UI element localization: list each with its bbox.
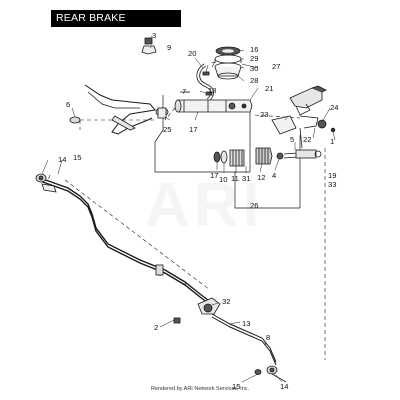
callout-25: 25 xyxy=(163,125,171,134)
reservoir-hose xyxy=(180,63,214,102)
brake-line xyxy=(39,177,277,366)
callout-17-upper: 17 xyxy=(189,125,197,134)
callout-30: 30 xyxy=(250,64,258,73)
callout-31: 31 xyxy=(242,174,250,183)
callout-27: 27 xyxy=(272,62,280,71)
callout-numbers: 3 9 20 16 29 30 27 28 7 7 18 21 6 25 17 … xyxy=(58,31,338,391)
footer-credit: Rendered by ARI Network Services, Inc. xyxy=(150,386,250,392)
callout-33: 33 xyxy=(328,180,336,189)
callout-7-upper: 7 xyxy=(211,60,215,69)
callout-20: 20 xyxy=(188,49,196,58)
diagram-title: REAR BRAKE CONTROL xyxy=(51,10,181,41)
lower-banjo-hardware xyxy=(254,365,287,383)
callout-6: 6 xyxy=(66,100,70,109)
rear-banjo-fitting xyxy=(173,297,221,324)
callout-10: 10 xyxy=(219,175,227,184)
callout-23: 23 xyxy=(260,110,268,119)
callout-15-upper: 15 xyxy=(73,153,81,162)
callout-3: 3 xyxy=(152,31,156,40)
upper-banjo-hardware xyxy=(35,173,57,193)
callout-1: 1 xyxy=(330,137,334,146)
callout-14-lower: 14 xyxy=(280,382,288,391)
callout-15-lower: 15 xyxy=(232,382,240,391)
callout-5: 5 xyxy=(290,135,294,144)
callout-26: 26 xyxy=(250,201,258,210)
pivot-bracket xyxy=(69,84,156,135)
callout-9: 9 xyxy=(167,43,171,52)
master-cylinder-group-box xyxy=(154,95,301,209)
brake-pedal xyxy=(271,85,336,149)
callout-22: 22 xyxy=(303,135,311,144)
piston-spring-stack xyxy=(213,147,322,167)
callout-14-upper: 14 xyxy=(58,155,66,164)
callout-4: 4 xyxy=(272,171,276,180)
callout-18: 18 xyxy=(208,86,216,95)
callout-32: 32 xyxy=(222,297,230,306)
callout-24: 24 xyxy=(330,103,338,112)
callout-8: 8 xyxy=(266,333,270,342)
callout-28: 28 xyxy=(250,76,258,85)
callout-7-lower: 7 xyxy=(182,87,186,96)
master-cylinder xyxy=(155,99,253,119)
callout-17-lower: 17 xyxy=(210,171,218,180)
callout-12: 12 xyxy=(257,173,265,182)
banjo-hardware xyxy=(141,37,157,55)
callout-leaders xyxy=(41,35,336,383)
callout-11: 11 xyxy=(231,174,239,183)
callout-2: 2 xyxy=(154,323,158,332)
callout-16: 16 xyxy=(250,45,258,54)
callout-21: 21 xyxy=(265,84,273,93)
reservoir-assembly xyxy=(214,46,242,80)
callout-13: 13 xyxy=(242,319,250,328)
callout-19: 19 xyxy=(328,171,336,180)
callout-29: 29 xyxy=(250,54,258,63)
